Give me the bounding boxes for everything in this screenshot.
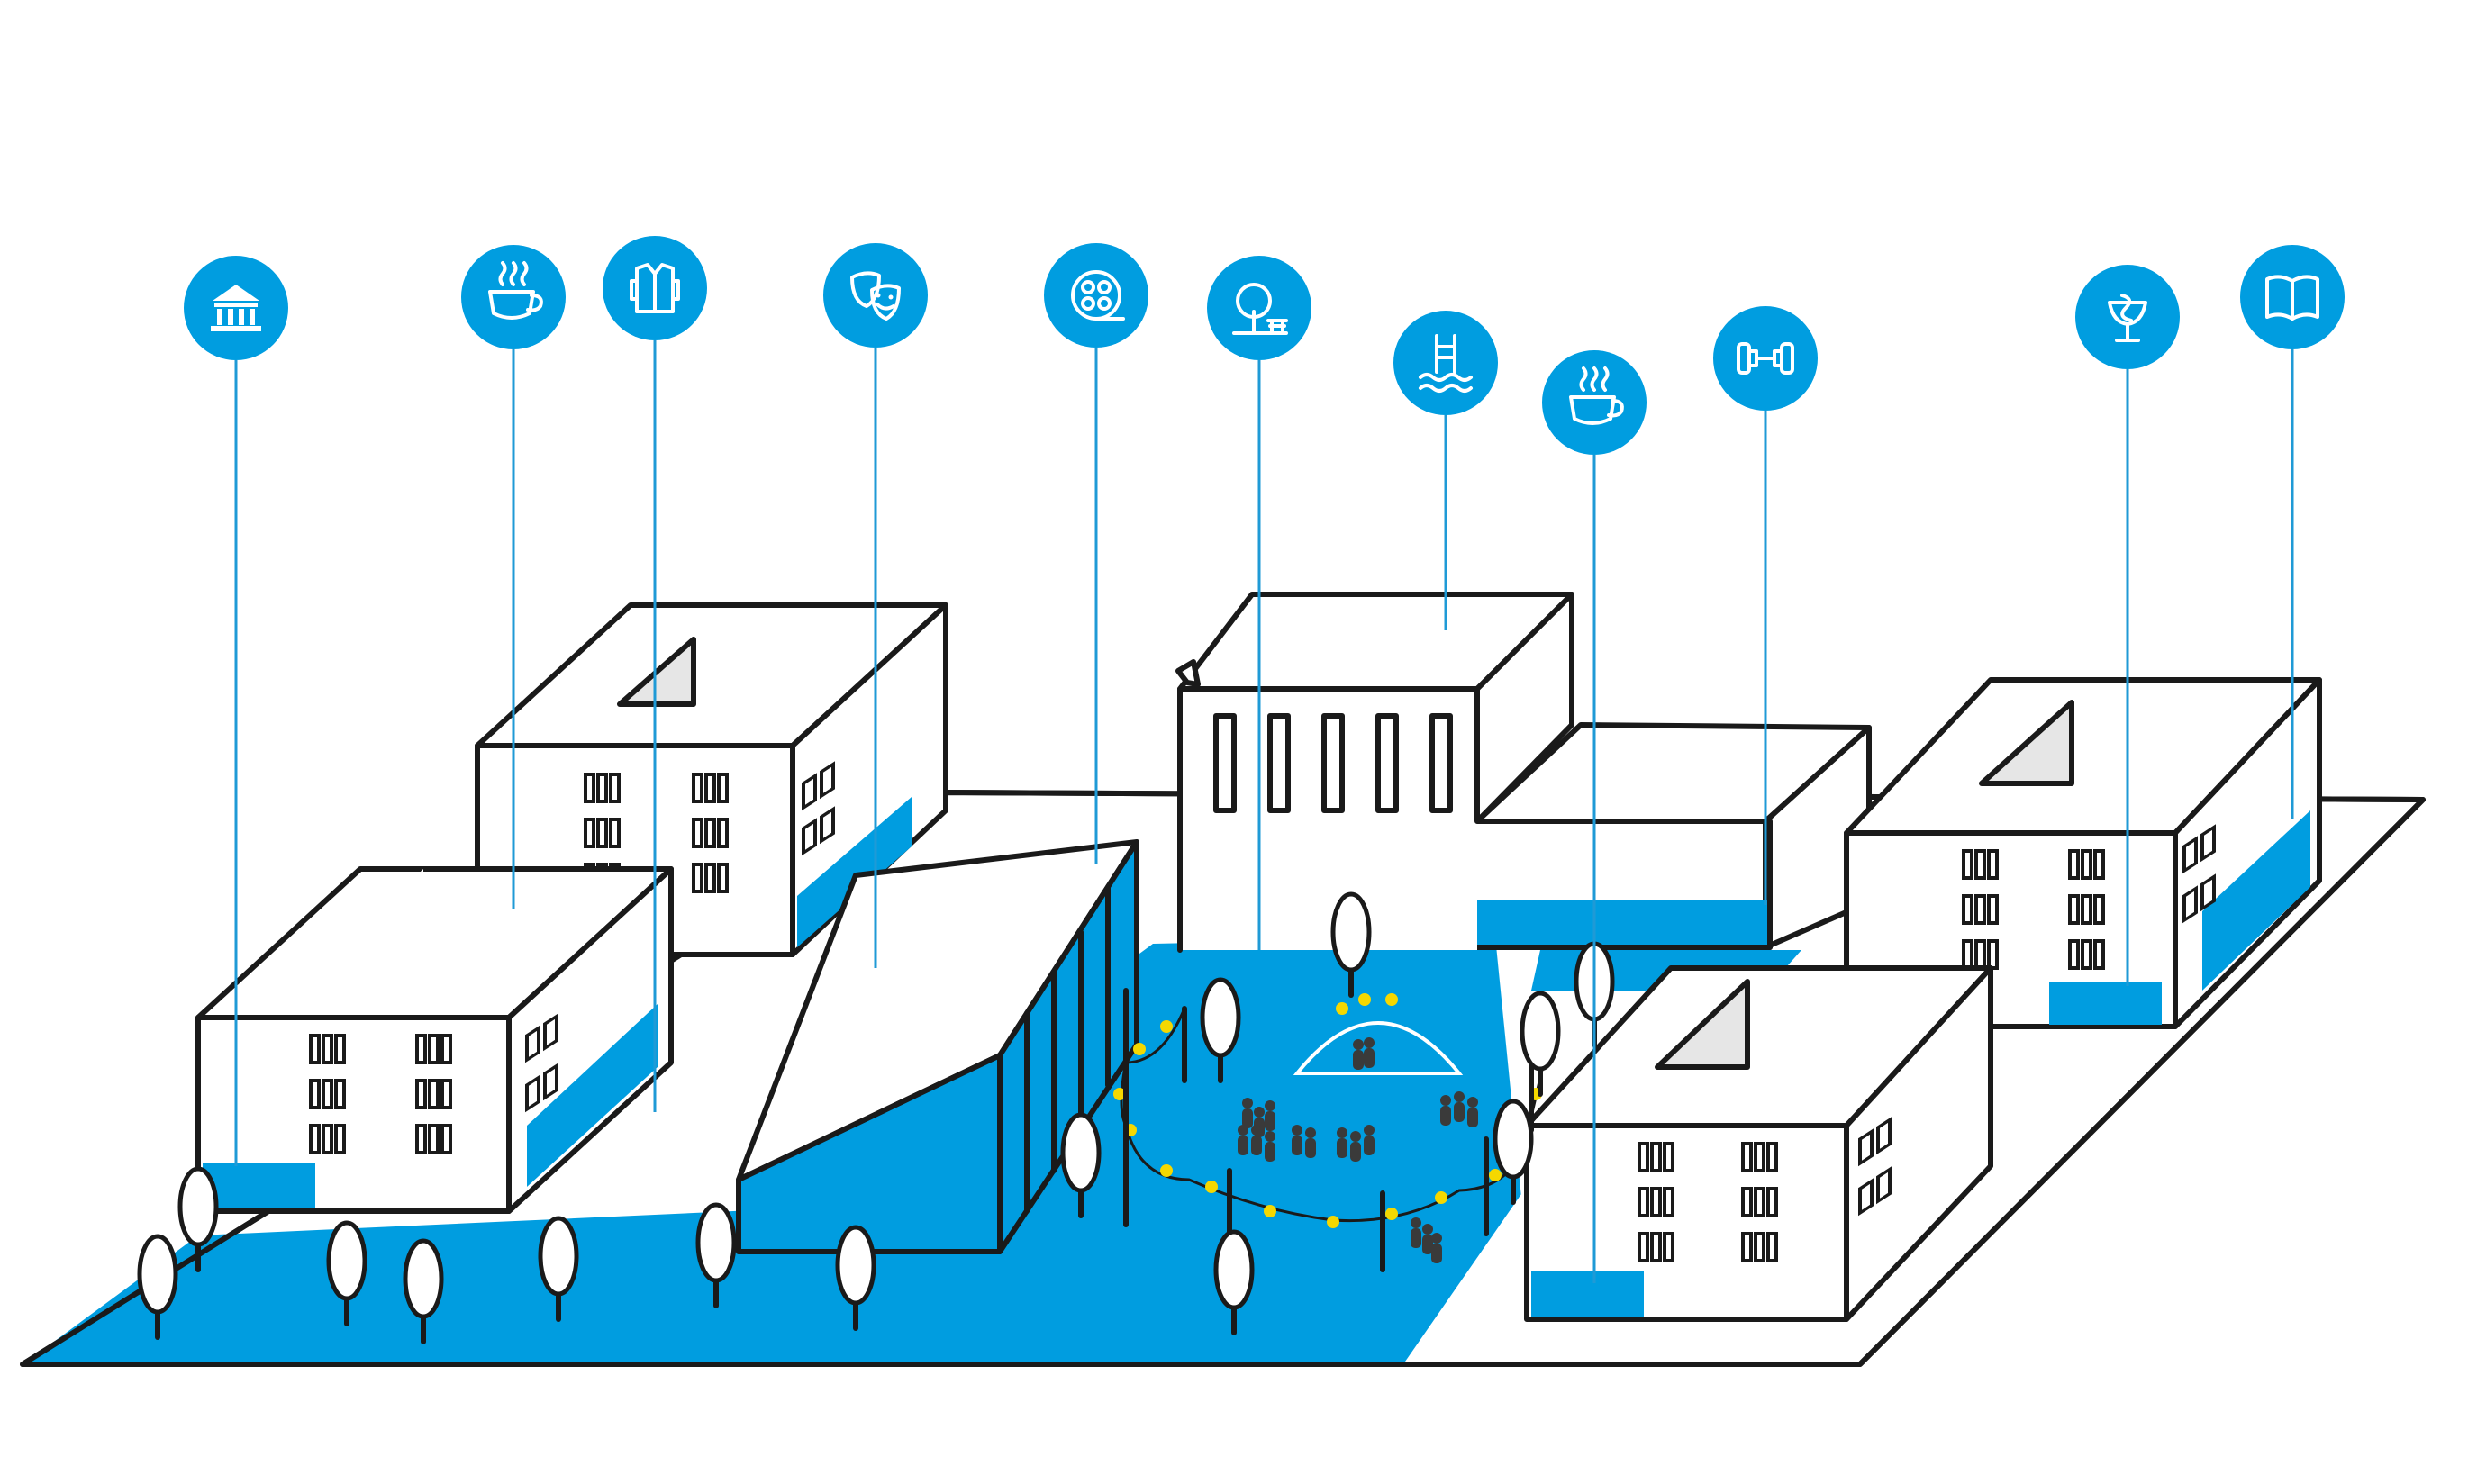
pin-park: [1207, 256, 1311, 950]
pin-library: [2240, 245, 2345, 819]
pin-cinema: [1044, 243, 1148, 864]
building-cinema: [736, 839, 1139, 1254]
coffee-cup-icon: [1569, 366, 1624, 425]
pin-badge: [1542, 350, 1647, 455]
pin-theatre: [823, 243, 928, 968]
pin-badge: [2075, 265, 2180, 369]
pin-badge: [1044, 243, 1148, 348]
swimming-pool-icon: [1419, 334, 1473, 393]
dumbbell-icon: [1737, 342, 1794, 375]
shirt-icon: [630, 263, 680, 313]
pin-cafe-2: [1542, 350, 1647, 1283]
tree-bench-icon: [1232, 283, 1288, 335]
museum-icon: [211, 285, 261, 331]
pin-gym: [1713, 306, 1818, 905]
fountain-dome: [1293, 1021, 1464, 1075]
building-front-left: [195, 866, 674, 1214]
pin-pool: [1393, 311, 1498, 630]
pin-clothing: [603, 236, 707, 1112]
building-back-right: [1844, 677, 2322, 1029]
pin-museum: [184, 256, 288, 1166]
pin-badge: [1207, 256, 1311, 360]
service-pins: [184, 236, 2345, 1283]
pin-pharmacy: [2075, 265, 2180, 986]
building-back-center: [1175, 592, 1872, 953]
pin-badge: [184, 256, 288, 360]
book-icon: [2265, 275, 2319, 321]
coffee-cup-icon: [488, 261, 543, 320]
blue-plaza: [27, 937, 1522, 1362]
building-front-right: [1524, 965, 1993, 1322]
pin-cafe-1: [461, 245, 566, 909]
string-lights: [1113, 988, 1547, 1272]
pharmacy-icon: [2108, 294, 2147, 342]
theatre-masks-icon: [850, 271, 901, 321]
pin-badge: [1393, 311, 1498, 415]
film-reel-icon: [1071, 270, 1125, 321]
pin-badge: [461, 245, 566, 349]
